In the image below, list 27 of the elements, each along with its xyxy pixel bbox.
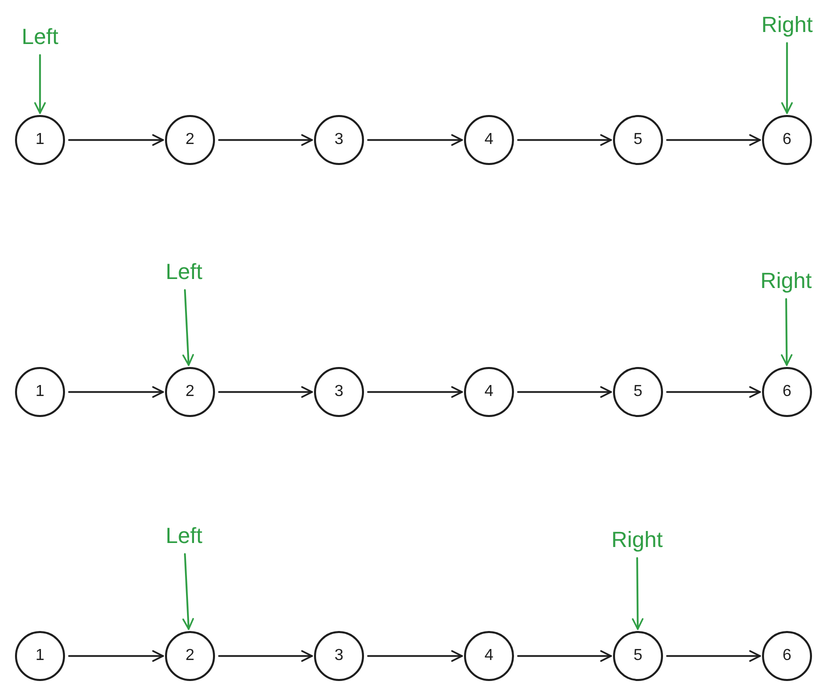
pointer-label: Left	[22, 25, 58, 49]
arrow	[517, 386, 612, 398]
arrow	[632, 557, 644, 630]
arrow	[218, 386, 313, 398]
pointer-label: Left	[166, 260, 202, 284]
arrow	[68, 134, 164, 146]
arrow	[182, 553, 194, 630]
arrow	[517, 134, 612, 146]
pointer-label: Left	[166, 524, 202, 548]
arrow	[218, 134, 313, 146]
arrow	[68, 650, 164, 662]
arrow	[666, 386, 761, 398]
pointer-label: Right	[611, 528, 663, 552]
arrow	[34, 54, 46, 114]
arrow	[68, 386, 164, 398]
pointer-label: Right	[761, 13, 813, 37]
arrow	[666, 650, 761, 662]
arrow	[780, 298, 792, 366]
arrow	[367, 650, 463, 662]
arrow	[666, 134, 761, 146]
arrow	[367, 134, 463, 146]
pointer-label: Right	[760, 269, 812, 293]
arrow	[182, 289, 194, 366]
arrow	[367, 386, 463, 398]
arrow	[517, 650, 612, 662]
arrow	[781, 42, 793, 114]
arrow	[218, 650, 313, 662]
